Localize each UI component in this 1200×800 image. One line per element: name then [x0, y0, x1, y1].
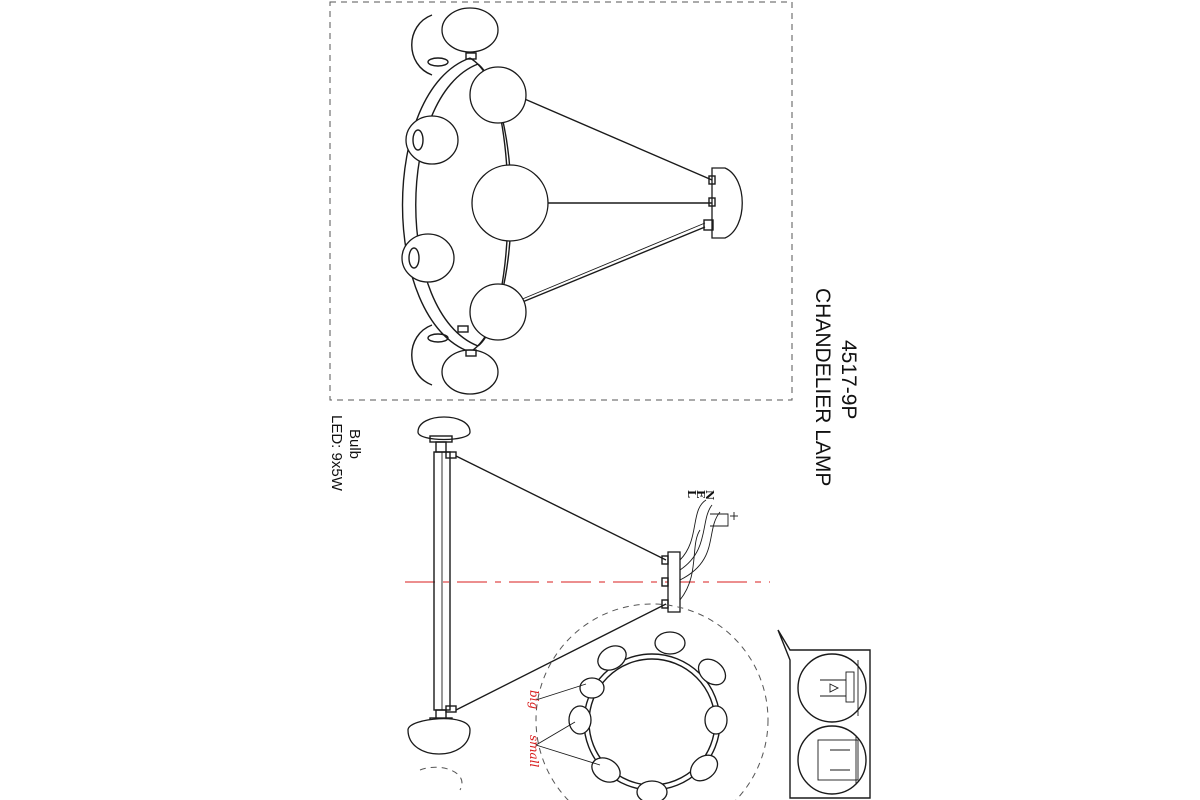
globe-shade-top [411, 14, 433, 76]
terminal-block [710, 513, 729, 527]
globe-left-1 [405, 115, 459, 165]
bulb-info: Bulb LED: 9x5W [328, 415, 363, 492]
leader-small [535, 721, 576, 746]
wire-label-l: L [685, 490, 698, 498]
ring-shade [689, 754, 719, 782]
globe-left-2 [401, 233, 455, 283]
ring-shade [568, 705, 592, 735]
side-canopy [667, 551, 681, 613]
ring-outline-dashed [535, 603, 769, 800]
side-view-chandelier [407, 416, 738, 791]
bulb-heading: Bulb [346, 429, 363, 459]
ceiling-canopy [711, 167, 743, 239]
ring-shade [704, 705, 728, 735]
side-shade-bottom [407, 718, 471, 755]
top-view-frame [329, 1, 793, 401]
top-view-chandelier [401, 7, 743, 395]
globe-inner-lower [469, 283, 527, 341]
wire-label-e: E [694, 490, 707, 498]
ring-bottom-view [535, 603, 769, 800]
model-number: 4517-9P [837, 340, 860, 419]
svg-text:small: small [527, 735, 541, 768]
ring-shade [697, 658, 727, 686]
callout-frame [777, 629, 871, 799]
globe-inner-upper [469, 66, 527, 124]
leader-big [535, 683, 587, 701]
ground-symbol-icon [730, 512, 738, 520]
side-wire-lower [455, 603, 667, 711]
globe-center-big [471, 164, 549, 242]
ring-inner-left [415, 63, 479, 347]
svg-text:big: big [527, 690, 541, 710]
ring-shade [654, 631, 686, 655]
globe-top [441, 7, 499, 53]
wire-labels: L E N [685, 490, 716, 500]
product-name: CHANDELIER LAMP [811, 288, 834, 486]
ring-outer-left [401, 57, 471, 353]
wire-label-n: N [703, 490, 716, 500]
side-wire-upper [455, 455, 667, 561]
detail-callout [777, 629, 871, 799]
ring-shade [579, 677, 605, 699]
label-big: big [527, 690, 541, 710]
bracket-detail-icon [797, 725, 867, 795]
globe-shade-bottom [411, 324, 433, 386]
suspension-wire-upper [519, 96, 713, 181]
ceiling-mount-detail-icon [797, 653, 867, 723]
label-small: small [527, 735, 541, 768]
suspension-wire-lower [519, 226, 706, 304]
bulb-spec: LED: 9x5W [328, 415, 345, 492]
ring-shade [597, 645, 627, 671]
ring-shade [636, 780, 668, 800]
title-block: 4517-9P CHANDELIER LAMP [811, 288, 860, 486]
